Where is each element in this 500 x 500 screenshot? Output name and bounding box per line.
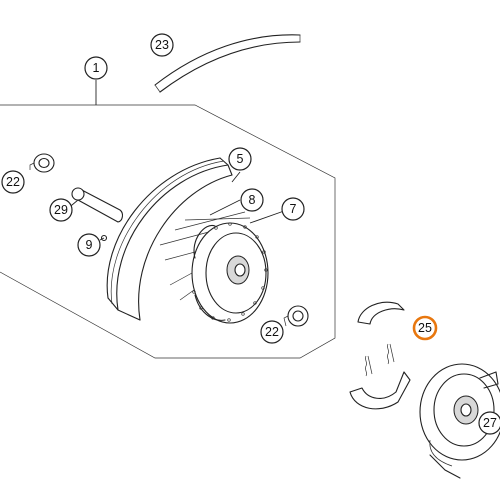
part-25-brake-shoes <box>349 301 411 410</box>
callout-25-label: 25 <box>418 321 432 335</box>
callout-1-label: 1 <box>93 61 100 75</box>
callout-7-label: 7 <box>290 202 297 216</box>
callout-9-label: 9 <box>86 238 93 252</box>
hub-flange-holes <box>192 222 268 322</box>
callout-8-label: 8 <box>249 193 256 207</box>
part-29-spacer <box>71 187 123 223</box>
callout-8[interactable]: 8 <box>240 188 264 212</box>
assembly-outline <box>0 104 336 359</box>
callout-7[interactable]: 7 <box>281 197 305 221</box>
callout-29[interactable]: 29 <box>49 198 73 222</box>
part-22-bearing-left <box>29 153 55 173</box>
callout-22-left-label: 22 <box>6 175 20 189</box>
part-7-hub <box>191 222 269 324</box>
callout-23-label: 23 <box>155 38 169 52</box>
part-5-rim <box>106 157 233 321</box>
callout-27[interactable]: 27 <box>478 411 500 435</box>
callout-5[interactable]: 5 <box>228 147 252 171</box>
part-23-rim-tape <box>154 34 301 93</box>
part-27-brake-plate <box>419 363 500 479</box>
callout-22-left[interactable]: 22 <box>1 170 25 194</box>
callout-23[interactable]: 23 <box>150 33 174 57</box>
callout-25-highlighted[interactable]: 25 <box>412 315 438 341</box>
callout-9[interactable]: 9 <box>77 233 101 257</box>
callout-22-right-label: 22 <box>265 325 279 339</box>
callout-29-label: 29 <box>54 203 68 217</box>
callout-27-label: 27 <box>483 416 497 430</box>
part-22-bearing-right <box>283 305 309 327</box>
callout-5-label: 5 <box>237 152 244 166</box>
callout-1[interactable]: 1 <box>84 56 108 80</box>
callout-22-right[interactable]: 22 <box>260 320 284 344</box>
